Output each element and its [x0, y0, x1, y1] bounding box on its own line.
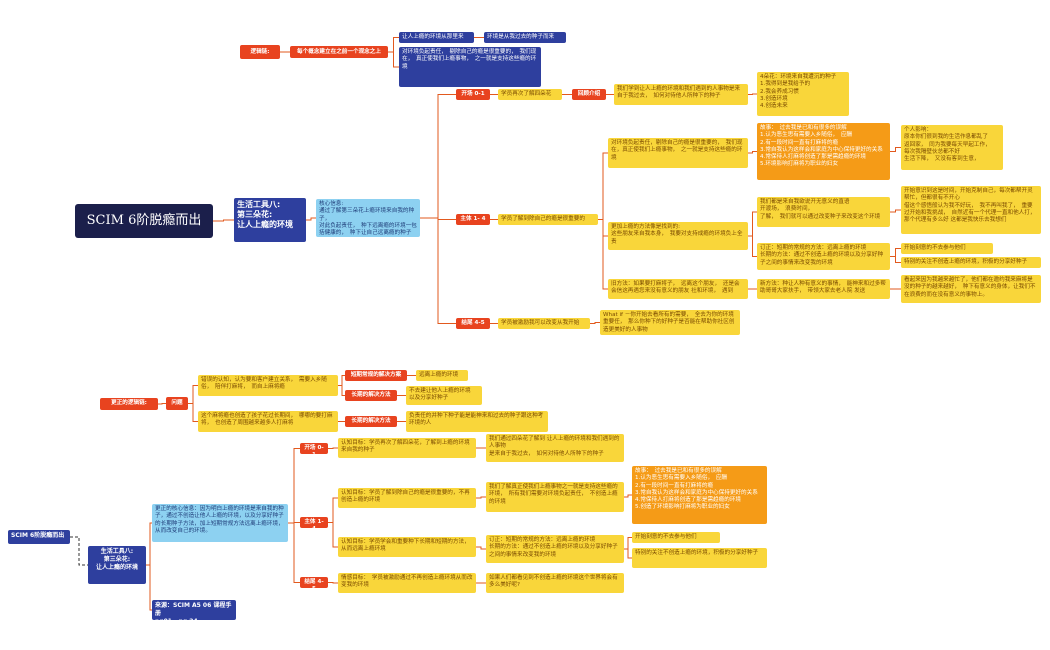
connector-core-message-node-opening-label: [420, 94, 456, 219]
connector-life-tool-node-core-message-node: [306, 217, 316, 221]
review-label: 回顾介绍: [572, 89, 606, 100]
connector-corrected-logic-label-problem-label: [158, 403, 166, 405]
start-seeds-node: 开始刻意的不去参与他们: [901, 243, 993, 254]
main-body-label-2: 主体 1-4: [300, 517, 328, 528]
connector-responsibility-text-story-node: [748, 151, 757, 154]
what-if-node: What if －你开始去看所有的需要， 全去为你的环境重要任， 那么你种下的好…: [600, 310, 740, 335]
core-message-node: 核心信息: 通过了解第三朵花上瘾环境来自我的种子， 对此负起责任， 种下远离瘾的…: [316, 199, 420, 237]
root-title: SCIM 6阶脱瘾而出: [75, 204, 213, 238]
life-tool-node: 生活工具八: 第三朵花: 让人上瘾的环境: [234, 198, 306, 242]
opening-text-2: 我们通过四朵花了解到 让人上瘾的环境和我们遇到的人事物 是来自于我过去， 如何对…: [486, 434, 624, 462]
root-title-2: SCIM 6阶脱瘾而出: [8, 530, 70, 544]
connector-closing-goal-what-if-node: [590, 322, 600, 324]
correction-node: 订正：短期的常规的方法：远离上瘾的环境 长期的方法：通过不创造上瘾的环境以及分享…: [757, 243, 890, 270]
connector-correction-node-2-focus-node-2: [624, 548, 632, 559]
connector-core-message-node-2-closing-label-2: [288, 522, 300, 583]
opening-goal: 学员再次了解四朵花: [498, 89, 562, 100]
connector-main-body-label-2-main-goal-2: [328, 522, 338, 548]
new-result-node: 看起来因为我越来越忙了，他们都在邀约我来麻将是没的种子的越来越好， 种下有意义的…: [901, 275, 1041, 303]
long-term-solution-2: 负责任的并种下种子能是能神来和过去的种子跟这种考环境的人: [406, 411, 548, 432]
connector-story-node-personal-impact-node: [890, 147, 901, 152]
corrected-logic-label: 更正的逻辑链:: [100, 398, 158, 410]
opening-label: 开场 0-1: [456, 89, 490, 100]
focus-node-2: 特别的关注不创造上瘾的环境，积极的分享好种子: [632, 548, 767, 568]
problem-label: 问题: [166, 397, 188, 410]
closing-label: 结尾 4-5: [456, 318, 490, 329]
connector-problem-1-short-term-label: [338, 375, 345, 386]
main-goal-1: 认知目标：学员了解到除自己的瘾是很重要的，不再创造上瘾的环境: [338, 488, 476, 508]
connector-review-text-four-flowers-node: [748, 93, 757, 95]
closing-goal: 学员被激励我可以改变从我开始: [498, 318, 590, 329]
responsibility-text-2: 我们了解真正使我们上瘾事物之一就是支持这些瘾的环境， 所有我们需要对环境负起责任…: [486, 482, 624, 512]
connector-main-body-goal-old-way-node: [598, 219, 608, 290]
connector-problem-1-long-term-label: [338, 385, 345, 396]
main-goal-2: 认知目标：学员学会和重要种下长期和短期的方法，从而远离上瘾环境: [338, 537, 476, 557]
connector-correction-node-start-seeds-node: [890, 248, 901, 257]
long-term-label: 长期的解决方法: [345, 390, 397, 401]
closing-goal-2: 情感目标： 学员被激励通过不再创造上瘾环境从而改变我的环境: [338, 573, 476, 593]
opening-goal-2: 认知目标：学员再次了解四朵花，了解到上瘾的环境来自我的种子: [338, 438, 476, 458]
short-term-solution: 远离上瘾的环境: [416, 370, 468, 381]
connector-main-body-label-2-main-goal-1: [328, 497, 338, 523]
we-are-node: 我们都是来自我欲说开无意义的直语 开渡场， 浪费时间， 了解， 我们就可以通过改…: [757, 197, 890, 227]
awareness-node: 开始意识到这是时间，开始克制自己，每次都帮开灵帮忙，但都很有不开心 借这个感悟般…: [901, 186, 1041, 234]
connector-opening-label-2-opening-goal-2: [328, 447, 338, 449]
life-tool-node-2: 生活工具八: 第三朵花: 让人上瘾的环境: [88, 546, 146, 584]
logic-chain-label: 逻辑链:: [240, 45, 280, 59]
core-message-node-2: 更正的核心信息：因为明白上瘾的环境是来自我的种子，通过不创造让他人上瘾的环境，以…: [152, 504, 288, 542]
problem-2: 这个麻将瘾也创造了孩子花过长期间， 哪哪的要打麻将， 也创造了周围越来越多人打麻…: [198, 411, 338, 432]
connector-life-tool-node-2-source-node: [146, 564, 152, 611]
short-term-label: 短期常规的解决方案: [345, 370, 407, 381]
connector-logic-chain-node-environment-source-node: [388, 37, 399, 53]
long-term-solution: 不去建让他人上瘾的环境 以及分享好种子: [406, 386, 482, 405]
main-body-goal: 学员了解到除自己的瘾是很重要的: [498, 214, 598, 225]
story-node: 故事： 过去我是已和有很多的误解 1.认为恶生思有需要入乡随俗， 应酬 2.有一…: [757, 123, 890, 180]
old-way-node: 旧方法：如果要打麻将子， 远离这个朋友， 还是会会信这再遇您来没有意义的朋友 社…: [608, 279, 748, 299]
connector-correction-node-2-start-seeds-node-2: [624, 537, 632, 550]
closing-label-2: 结尾 4-5: [300, 577, 328, 588]
four-flowers-node: 4朵花：环境来自我遭沉的种子 1.我得到是我给予的 2.我会养成习惯 3.创造环…: [757, 72, 849, 116]
logic-chain-node: 每个概念建立在之前一个观念之上: [290, 46, 388, 58]
environment-source-node: 让人上瘾的环境从那里来: [399, 32, 474, 43]
problem-1: 错误的认知，认为要和客户建立关系， 需要入乡随俗， 陪伴打麻将， 而自上麻将瘾: [198, 375, 338, 396]
start-seeds-node-2: 开始刻意的不去参与他们: [632, 532, 720, 543]
review-text: 我们学到让人上瘾的环境和我们遇到的人事物是来自于我过去， 如何对待他人所种下的种…: [614, 84, 748, 105]
connector-main-goal-2-correction-node-2: [476, 546, 486, 550]
connector-problem-label-problem-1: [188, 385, 198, 404]
connector-core-message-node-2-opening-label-2: [288, 448, 300, 524]
responsibility-text: 对环境负起责任，剔除自己的瘾是很重要的， 我们现在，真正使我们上瘾事物， 之一就…: [608, 138, 748, 168]
story-node-2: 故事： 过去我是已和有很多的误解 1.认为恶生思有需要入乡随俗， 应酬 2.有一…: [632, 466, 767, 524]
see-clearly-node: 更加上瘾的方法像是找到的: 这些朋友来自我本身， 我要对支持成瘾的环境负上全责: [608, 222, 748, 250]
connector-closing-label-2-closing-goal-2: [328, 582, 338, 584]
connector-core-message-node-closing-label: [420, 217, 456, 324]
focus-node: 特别的关注不创造上瘾的环境，积极的分享好种子: [901, 257, 1041, 268]
connector-see-clearly-node-correction-node: [748, 235, 757, 257]
connector-responsibility-text-2-story-node-2: [624, 494, 632, 498]
connector-root-title-life-tool-node: [213, 219, 234, 222]
connector-main-body-goal-responsibility-text: [598, 152, 608, 220]
environment-seed-node: 环境是从我过去的种子而来: [484, 32, 566, 43]
connector-problem-label-problem-2: [188, 403, 198, 422]
connector-root-title-2-life-tool-node-2: [70, 536, 88, 566]
connector-we-are-node-awareness-node: [890, 209, 901, 213]
new-way-node: 新方法：种让人种有意义的事情， 能神来和过多帮助哥哥大家扶手， 带领大家去老人院…: [757, 279, 890, 299]
connector-main-goal-1-responsibility-text-2: [476, 496, 486, 499]
long-term-label-2: 长期的解决方法: [345, 416, 397, 427]
opening-label-2: 开场 0-1: [300, 443, 328, 454]
responsibility-node: 对环境负起责任， 剔除自己的瘾是很重要的， 我们现在， 真正使我们上瘾事物， 之…: [399, 47, 541, 87]
connector-logic-chain-node-responsibility-node: [388, 51, 399, 68]
connector-correction-node-focus-node: [890, 256, 901, 263]
personal-impact-node: 个人影响： 原本你们很到我的生活作息都乱了 返回家， 同为我要每天早起工作， 每…: [901, 125, 1003, 170]
closing-question-2: 如果人们都看见到不创造上瘾的环境这个世界将会有多么美好呢?: [486, 573, 624, 593]
main-body-label: 主体 1- 4: [456, 214, 490, 225]
source-node: 来源：SCIM A5 06 课程手册 pg01 - pg 24: [152, 600, 236, 620]
correction-node-2: 订正：短期的常规的方法：远离上瘾的环境 长期的方法：通过不创造上瘾的环境以及分享…: [486, 535, 624, 563]
connector-see-clearly-node-we-are-node: [748, 211, 757, 237]
